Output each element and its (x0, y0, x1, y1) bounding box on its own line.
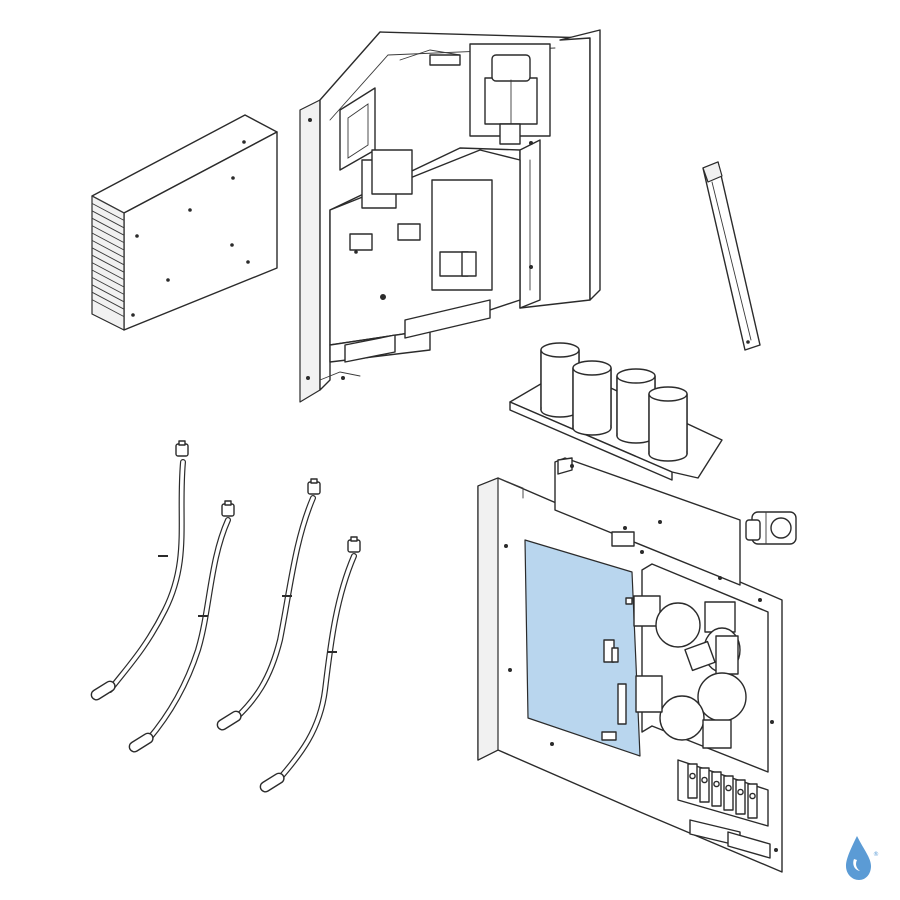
terminal-screw (699, 767, 710, 803)
pcb-component (611, 647, 619, 663)
pcb-component (601, 731, 617, 741)
heat-sink-fin (91, 195, 125, 214)
highlighted-pcb (524, 539, 641, 757)
terminal-screw (711, 771, 722, 807)
sensor-probe (216, 710, 242, 731)
terminal-connector (745, 511, 797, 545)
heat-sink-fin (91, 262, 125, 281)
sensor-probe (259, 772, 285, 793)
heat-sink-fin (91, 239, 125, 258)
capacitor (572, 360, 612, 436)
heat-sink-fin (91, 217, 125, 236)
capacitor (648, 386, 688, 462)
terminal-screw (723, 775, 734, 811)
capacitor-board (509, 342, 723, 481)
connector-plug (175, 443, 189, 457)
sensor-cable (90, 440, 189, 701)
heat-sink-fin (91, 225, 125, 244)
heat-sink-fin (91, 210, 125, 229)
heat-sink-fin (91, 284, 125, 303)
sensor-probe (90, 680, 116, 701)
water-drop-icon: ® (846, 836, 879, 880)
heat-sink-fin (91, 247, 125, 266)
heat-sink-fin (91, 254, 125, 273)
heat-sink-fin (91, 291, 125, 310)
sensor-cable (259, 536, 361, 793)
connector-plug (221, 503, 235, 517)
support-bracket (702, 161, 761, 351)
sensor-probe (128, 732, 154, 753)
pcb-component (617, 683, 627, 725)
connector-plug (347, 539, 361, 553)
terminal-screw (687, 763, 698, 799)
electrical-box-lower (477, 457, 783, 873)
terminal-screw (735, 779, 746, 815)
heat-sink-fin (91, 299, 125, 318)
registered-mark: ® (873, 851, 879, 858)
heat-sink (91, 114, 278, 331)
electrical-box-upper (299, 29, 601, 403)
sensor-cables (90, 440, 361, 793)
heat-sink-fin (91, 202, 125, 221)
heat-sink-fin (91, 232, 125, 251)
heat-sink-fin (91, 269, 125, 288)
terminal-screw (747, 783, 758, 819)
sensor-cable (128, 500, 235, 753)
pcb-component (625, 597, 633, 605)
sensor-cable (216, 478, 321, 731)
connector-plug (307, 481, 321, 495)
heat-sink-fin (91, 276, 125, 295)
